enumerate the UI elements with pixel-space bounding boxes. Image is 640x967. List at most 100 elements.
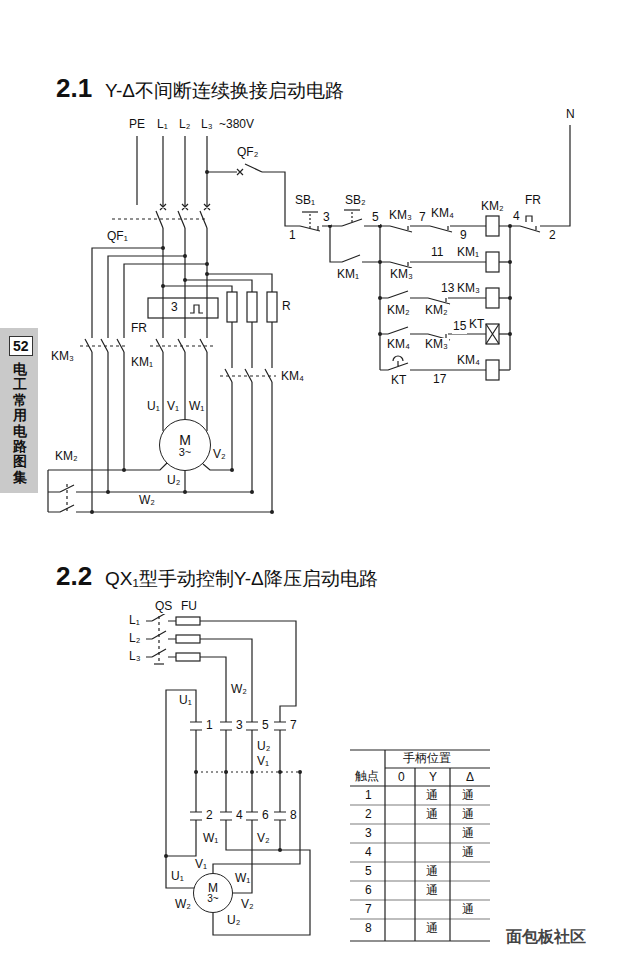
table-cell: 通 bbox=[461, 789, 475, 803]
control-wiring bbox=[380, 226, 486, 232]
terminal-label: W₁ bbox=[188, 400, 205, 414]
switch-wiring bbox=[154, 663, 164, 664]
table-grid bbox=[350, 805, 490, 919]
switch-wiring bbox=[196, 730, 280, 812]
terminal-label: V₂ bbox=[256, 832, 271, 846]
junction-dot bbox=[161, 284, 165, 288]
table-cell: 1 bbox=[364, 789, 373, 803]
power-wiring bbox=[150, 345, 214, 346]
terminal-label: U₂ bbox=[166, 474, 181, 488]
terminal-label: U₂ bbox=[256, 740, 271, 754]
control-wiring bbox=[351, 210, 352, 222]
table-cell: 2 bbox=[364, 808, 373, 822]
terminal-label: 8 bbox=[289, 809, 298, 823]
side-title: 电工常用电路图集 bbox=[12, 362, 28, 485]
junction-dot bbox=[106, 490, 110, 494]
terminal-label: V₂ bbox=[212, 448, 227, 462]
power-wiring bbox=[48, 471, 252, 492]
table-cell: 通 bbox=[425, 884, 439, 898]
switch-wiring bbox=[176, 653, 200, 661]
terminal-label: KM₃ bbox=[389, 268, 414, 282]
power-wiring bbox=[190, 305, 203, 313]
terminal-label: KM₃ bbox=[424, 338, 449, 352]
table-grid bbox=[350, 750, 490, 941]
terminal-label: KM₃ bbox=[456, 282, 481, 296]
control-wiring bbox=[486, 360, 499, 380]
power-wiring bbox=[48, 463, 232, 470]
switch-wiring bbox=[146, 610, 310, 935]
terminal-label: 1 bbox=[205, 719, 214, 733]
terminal-label: 15 bbox=[452, 320, 467, 334]
control-wiring bbox=[526, 216, 532, 222]
section-number: 2.1 bbox=[55, 74, 93, 104]
power-wiring bbox=[137, 136, 207, 207]
terminal-label: W₁ bbox=[234, 872, 251, 886]
power-wiring bbox=[227, 292, 237, 322]
terminal-label: V₁ bbox=[256, 755, 270, 769]
terminal-label: 2 bbox=[548, 229, 557, 243]
junction-dot bbox=[194, 770, 198, 774]
junction-dot bbox=[90, 510, 94, 514]
junction-dot bbox=[161, 246, 165, 250]
table-cell: 通 bbox=[425, 808, 439, 822]
power-wiring bbox=[163, 274, 272, 292]
terminal-label: L₃ bbox=[128, 650, 142, 664]
junction-dot bbox=[224, 770, 228, 774]
junction-dot bbox=[205, 272, 209, 276]
section-heading: QX₁型手动控制Y-Δ降压启动电路 bbox=[104, 568, 379, 590]
power-wiring bbox=[220, 375, 276, 376]
terminal-label: ~380V bbox=[218, 118, 255, 132]
table-header: Δ bbox=[465, 771, 475, 785]
junction-dot bbox=[278, 770, 282, 774]
terminal-label: PE bbox=[128, 118, 146, 132]
terminal-label: SB₁ bbox=[294, 194, 316, 208]
terminal-label: SB₂ bbox=[344, 194, 367, 208]
terminal-label: KM₃ bbox=[388, 209, 413, 223]
power-wiring bbox=[160, 204, 210, 210]
terminal-label: W₂ bbox=[230, 683, 248, 697]
terminal-label: KM₂ bbox=[480, 200, 505, 214]
terminal-label: QF₂ bbox=[236, 146, 259, 160]
power-wiring bbox=[47, 470, 48, 512]
motor-text: M bbox=[179, 433, 191, 447]
terminal-label: 5 bbox=[371, 211, 380, 225]
terminal-label: L₃ bbox=[200, 118, 214, 132]
terminal-label: L₁ bbox=[156, 118, 169, 132]
junction-dot bbox=[278, 848, 282, 852]
terminal-label: 4 bbox=[512, 210, 521, 224]
terminal-label: 7 bbox=[289, 719, 298, 733]
table-cell: 通 bbox=[425, 922, 439, 936]
terminal-label: FU bbox=[180, 600, 198, 614]
control-wiring bbox=[499, 297, 510, 298]
terminal-label: 6 bbox=[261, 809, 270, 823]
table-header: 0 bbox=[397, 771, 406, 785]
motor-text: M bbox=[208, 882, 218, 894]
control-wiring bbox=[300, 226, 342, 231]
switch-wiring bbox=[146, 613, 176, 657]
terminal-label: 13 bbox=[440, 282, 455, 296]
control-wiring bbox=[486, 288, 499, 308]
junction-dot bbox=[205, 262, 209, 266]
terminal-label: R bbox=[281, 300, 292, 314]
terminal-label: W₂ bbox=[138, 494, 156, 508]
control-wiring bbox=[499, 333, 510, 334]
control-wiring bbox=[499, 125, 570, 232]
terminal-label: KM₄ bbox=[280, 370, 305, 384]
power-wiring bbox=[48, 136, 277, 512]
motor-text: 3~ bbox=[179, 447, 192, 458]
table-cell: 通 bbox=[461, 846, 475, 860]
table-cell: 6 bbox=[364, 884, 373, 898]
table-cell: 7 bbox=[364, 903, 373, 917]
junction-dot bbox=[250, 490, 254, 494]
table-header: 触点 bbox=[354, 770, 380, 784]
control-wiring bbox=[330, 226, 380, 262]
control-wiring bbox=[207, 125, 570, 380]
junction-dot bbox=[122, 468, 126, 472]
power-wiring bbox=[92, 352, 124, 512]
control-wiring bbox=[302, 211, 318, 212]
terminal-label: QF₁ bbox=[106, 230, 129, 244]
terminal-label: 1 bbox=[288, 229, 297, 243]
table-cell: 3 bbox=[364, 827, 373, 841]
